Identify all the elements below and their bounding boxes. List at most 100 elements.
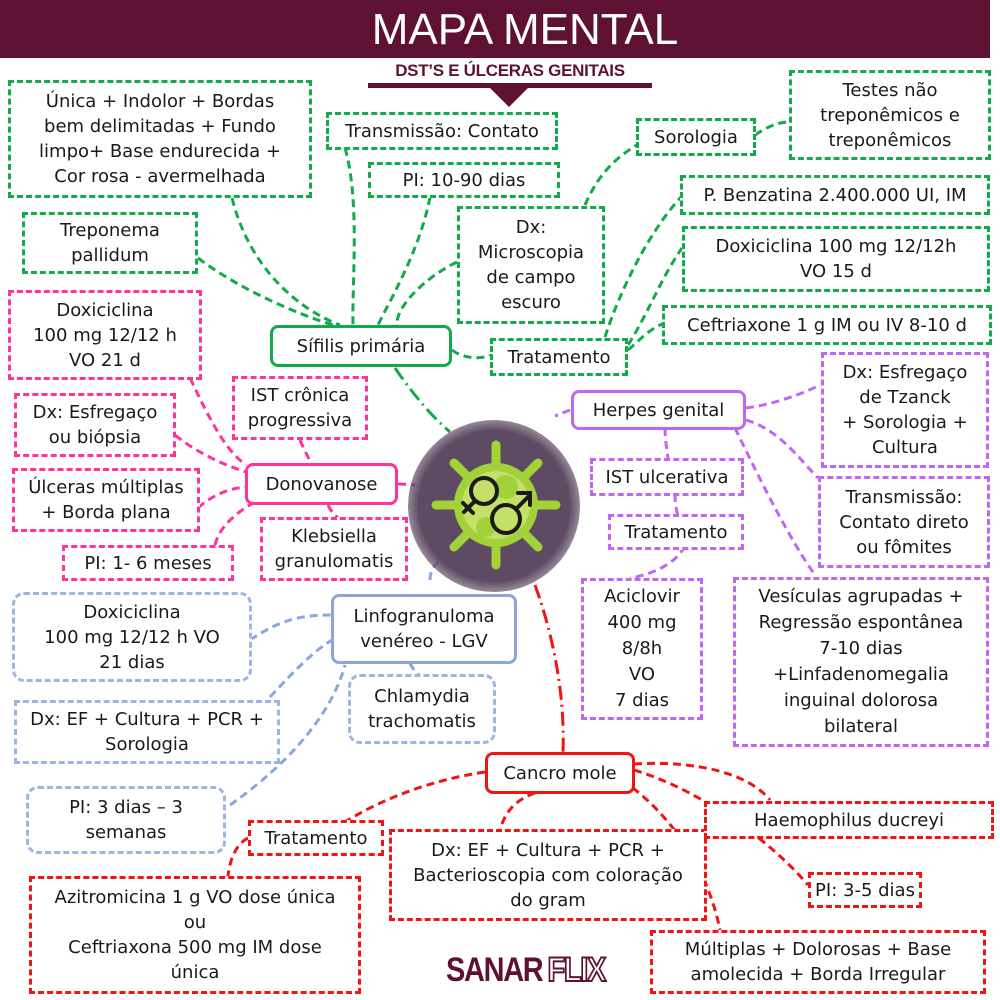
text-line: Dx: Esfregaço	[32, 402, 158, 423]
text-line: Testes não	[842, 79, 938, 101]
cancro-lesao-box: Múltiplas + Dolorosas + Base amolecida +…	[650, 930, 986, 994]
text-line: bilateral	[823, 716, 898, 737]
text-line: inguinal dolorosa	[783, 690, 939, 711]
text-line: bem delimitadas + Fundo	[44, 116, 276, 137]
node-label: Donovanose	[265, 473, 378, 495]
lgv-pi-box: PI: 3 dias – 3 semanas	[26, 786, 226, 854]
herpes-dx-box: Dx: Esfregaço de Tzanck + Sorologia + Cu…	[821, 352, 989, 468]
herpes-ist-box: IST ulcerativa	[590, 458, 744, 496]
donovanose-node[interactable]: Donovanose	[245, 463, 398, 505]
text-line: única	[170, 962, 220, 983]
cancro-node[interactable]: Cancro mole	[485, 752, 635, 794]
text-line: Regressão espontânea	[758, 612, 964, 633]
text-line: Azitromicina 1 g VO dose única	[54, 887, 336, 908]
brand-name: SANAR	[446, 951, 544, 989]
text-line: Vesículas agrupadas +	[758, 586, 964, 607]
connector	[343, 147, 356, 326]
text-line: amolecida + Borda Irregular	[690, 964, 946, 985]
text-line: PI: 10-90 dias	[402, 169, 526, 191]
text-line: Cultura	[872, 437, 938, 458]
node-label: Linfogranuloma	[353, 606, 495, 627]
connector	[629, 545, 687, 580]
text-line: IST crônica	[250, 385, 350, 406]
text-line: VO 15 d	[800, 261, 872, 282]
connector	[395, 260, 458, 326]
text-line: Bacterioscopia com coloração	[413, 864, 683, 886]
text-line: semanas	[85, 822, 167, 843]
connector	[196, 485, 247, 510]
text-line: PI: 1- 6 meses	[84, 552, 212, 574]
text-line: Doxiciclina 100 mg 12/12h	[715, 236, 957, 257]
text-line: ou fômites	[856, 536, 952, 558]
sifilis-node[interactable]: Sífilis primária	[270, 325, 452, 367]
donovanose-cronica-box: IST crônica progressiva	[232, 376, 368, 440]
text-line: limpo+ Base endurecida +	[39, 141, 281, 162]
text-line: PI: 3-5 dias	[815, 879, 915, 901]
text-line: IST ulcerativa	[605, 466, 729, 488]
cancro-main-connector	[533, 584, 565, 753]
text-line: 21 dias	[99, 651, 165, 673]
text-line: Aciclovir	[604, 586, 680, 607]
donovanose-dx-box: Dx: Esfregaço ou biópsia	[14, 393, 176, 457]
text-line: Microscopia	[477, 242, 585, 263]
text-line: Chlamydia	[374, 686, 470, 707]
text-line: Tratamento	[507, 346, 611, 368]
header-banner	[0, 0, 990, 58]
text-line: Haemophilus ducreyi	[754, 809, 944, 831]
connector	[249, 613, 333, 642]
connector	[226, 836, 249, 877]
text-line: Sorologia	[654, 126, 738, 148]
cancro-tratamento-box: Tratamento	[248, 820, 384, 856]
text-line: 7-10 dias	[819, 638, 903, 659]
text-line: 7 dias	[614, 690, 669, 711]
lgv-node[interactable]: Linfogranuloma venéreo - LGV	[331, 594, 517, 664]
donovanose-tratamento-box: Doxiciclina 100 mg 12/12 h VO 21 d	[8, 290, 202, 380]
brand-suffix: FLIX	[547, 951, 607, 989]
sifilis-sorologia-box: Sorologia	[636, 118, 756, 156]
text-line: de campo	[486, 267, 576, 288]
text-line: Única + Indolor + Bordas	[45, 91, 275, 112]
connector	[633, 761, 772, 801]
cancro-agente-box: Haemophilus ducreyi	[704, 801, 994, 839]
donovanose-agente-box: Klebsiella granulomatis	[260, 517, 408, 581]
text-line: Klebsiella	[291, 526, 377, 547]
text-line: trachomatis	[368, 711, 476, 732]
sifilis-main-connector	[393, 367, 451, 434]
connector	[268, 638, 333, 699]
connector	[344, 770, 486, 824]
text-line: treponêmicos e	[820, 104, 960, 126]
cancro-tratamento-detalhe-box: Azitromicina 1 g VO dose única ou Ceftri…	[29, 876, 361, 994]
sifilis-doxiciclina-box: Doxiciclina 100 mg 12/12h VO 15 d	[682, 226, 990, 292]
connector	[213, 501, 254, 546]
text-line: ou	[183, 912, 207, 933]
page-subtitle: DST’S E ÚLCERAS GENITAIS	[395, 61, 625, 80]
lgv-agente-box: Chlamydia trachomatis	[348, 674, 496, 744]
text-line: escuro	[501, 292, 561, 313]
text-line: Ceftriaxona 500 mg IM dose	[68, 937, 322, 958]
connector	[533, 584, 565, 753]
text-line: VO 21 d	[69, 349, 141, 371]
sifilis-dx-box: Dx: Microscopia de campo escuro	[457, 206, 605, 324]
herpes-node[interactable]: Herpes genital	[571, 390, 746, 430]
text-line: 400 mg	[607, 612, 677, 633]
text-line: VO	[628, 664, 656, 685]
connector	[230, 197, 341, 327]
sifilis-lesao-box: Única + Indolor + Bordas bem delimitadas…	[8, 80, 312, 198]
lgv-tratamento-box: Doxiciclina 100 mg 12/12 h VO 21 dias	[12, 592, 252, 682]
lgv-dx-box: Dx: EF + Cultura + PCR + Sorologia	[14, 700, 280, 764]
text-line: + Borda plana	[41, 502, 171, 523]
sifilis-penicilina-box: P. Benzatina 2.400.000 UI, IM	[680, 175, 990, 215]
herpes-tratamento-box: Tratamento	[608, 514, 744, 550]
connector	[451, 348, 491, 360]
page-title: MAPA MENTAL	[371, 5, 679, 54]
connector	[583, 141, 641, 206]
text-line: 8/8h	[621, 638, 663, 659]
text-line: P. Benzatina 2.400.000 UI, IM	[703, 184, 967, 206]
connector	[733, 427, 817, 576]
text-line: Dx:	[515, 217, 547, 238]
virus-gender-symbols-icon	[431, 440, 561, 570]
subtitle-underline	[368, 83, 652, 88]
donovanose-ulceras-box: Úlceras múltiplas + Borda plana	[12, 468, 200, 532]
connector	[745, 383, 821, 410]
text-line: granulomatis	[274, 551, 394, 572]
